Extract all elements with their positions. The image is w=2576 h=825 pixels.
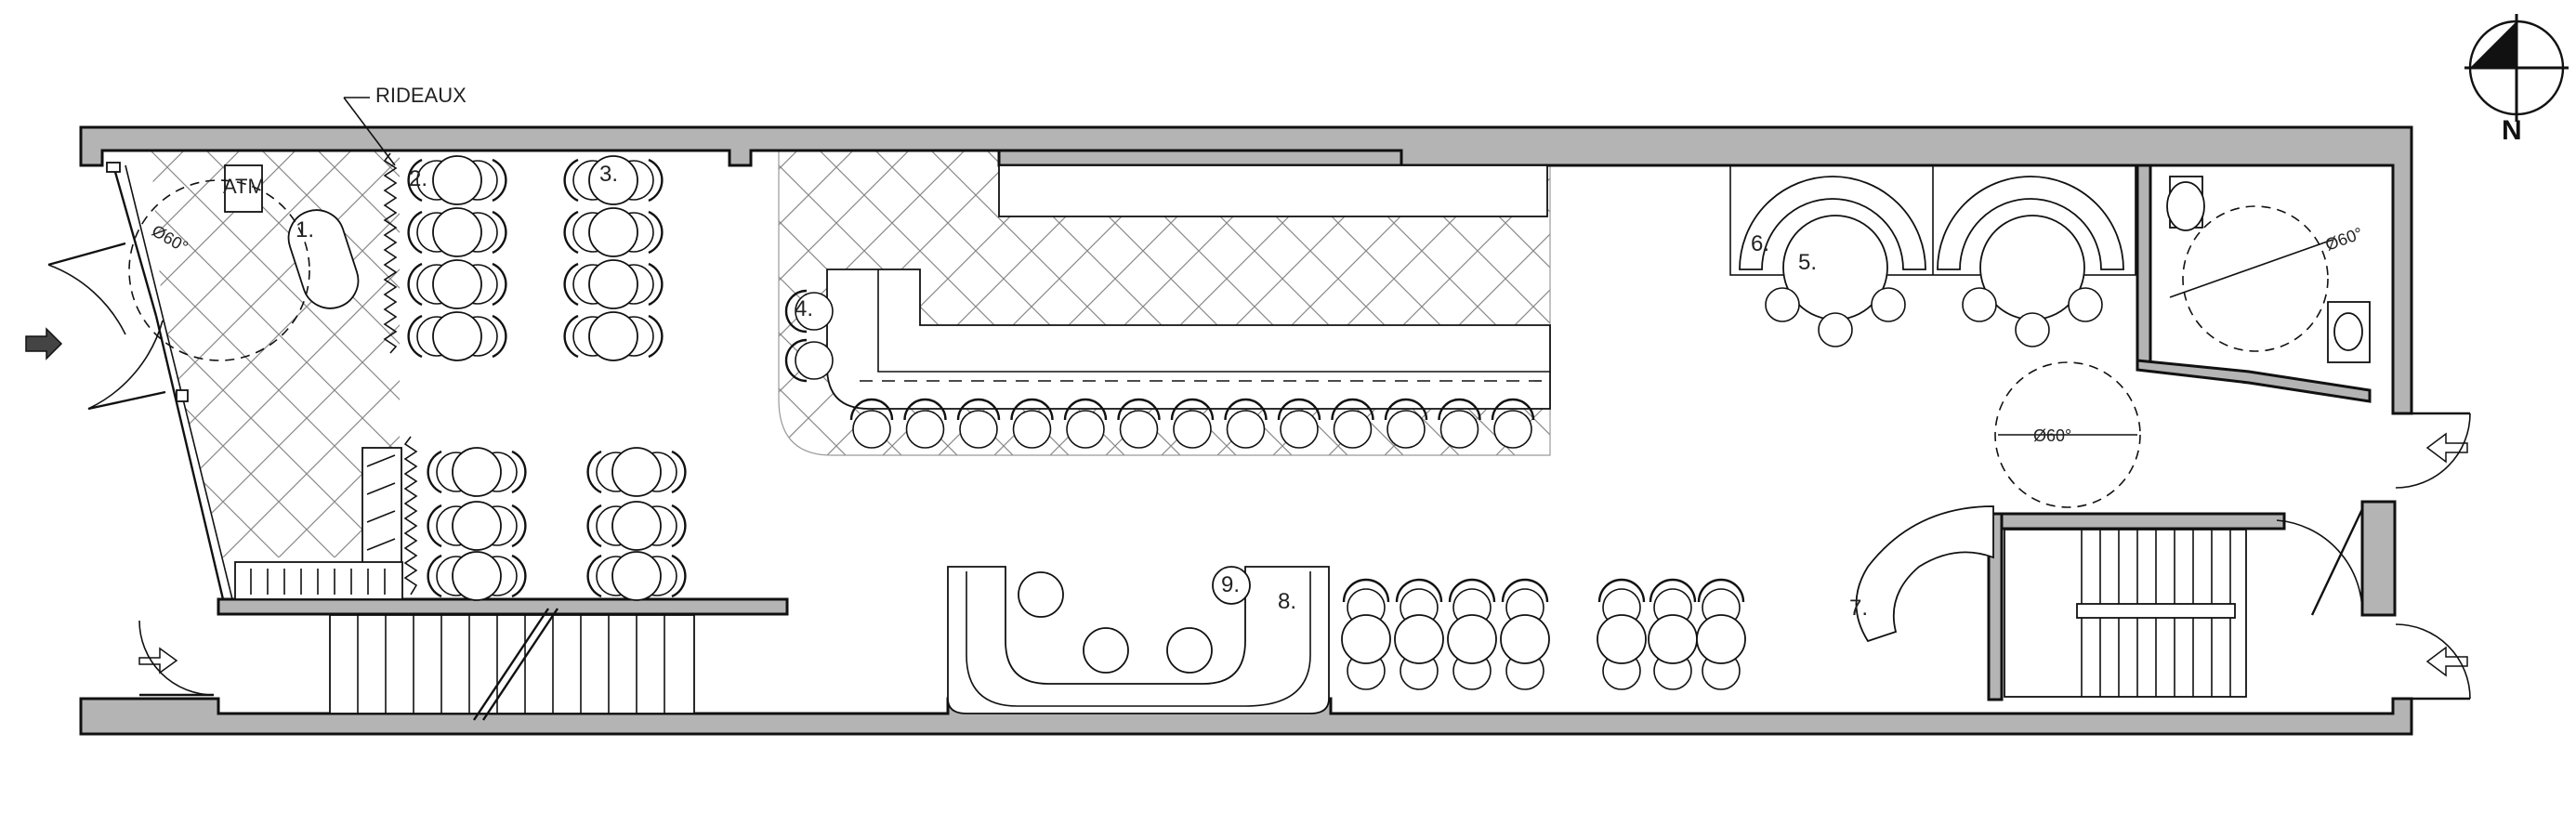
diameter-label-lobby: Ø60°	[2033, 426, 2071, 445]
table-cluster	[1341, 578, 1391, 690]
exterior-walls	[79, 125, 2413, 736]
table-with-chairs	[407, 311, 507, 361]
main-staircase	[329, 608, 695, 721]
atm-label: ATM	[223, 175, 265, 198]
bar-stool	[1224, 398, 1268, 449]
table-cluster	[1500, 578, 1550, 690]
bar-stool	[1170, 398, 1215, 449]
table-cluster	[1447, 578, 1497, 690]
table-with-chairs	[407, 155, 507, 205]
booth-chair	[1871, 287, 1906, 322]
bar-stool	[1277, 398, 1321, 449]
table-with-chairs	[427, 551, 527, 601]
bar-stools	[784, 289, 1535, 449]
bar-stool	[1491, 398, 1535, 449]
table-with-chairs	[563, 259, 664, 309]
bar-stool	[849, 398, 894, 449]
exit-arrow-icon-right-upper	[2425, 432, 2468, 464]
table-with-chairs	[427, 501, 527, 551]
table-with-chairs	[563, 155, 664, 205]
bar-stool	[1063, 398, 1108, 449]
booth-chair	[1765, 287, 1800, 322]
bar-counter	[826, 164, 1551, 410]
table-with-chairs	[407, 207, 507, 257]
dining-seating	[407, 155, 2103, 690]
table-with-chairs	[563, 311, 664, 361]
bar-stool	[1010, 398, 1054, 449]
bar-stool	[903, 398, 947, 449]
rear-staircase	[2004, 529, 2247, 698]
curved-counter	[1855, 505, 1994, 643]
zone-label-3: 3.	[599, 162, 618, 187]
bar-stool	[1384, 398, 1428, 449]
table-with-chairs	[586, 447, 687, 497]
booth-chair	[2015, 312, 2050, 347]
bar-stool	[784, 338, 834, 383]
table-cluster	[1648, 578, 1698, 690]
lobby-turning-circle	[1994, 361, 2141, 508]
bar-stool	[956, 398, 1001, 449]
compass-north-label: N	[2502, 115, 2522, 146]
curtain-zigzag-lower	[403, 436, 418, 596]
exit-arrow-icon-right-lower	[2425, 646, 2468, 677]
zone-label-5: 5.	[1798, 250, 1817, 275]
exit-arrow-icon-left	[138, 647, 178, 674]
bar-stool	[1438, 398, 1481, 449]
zone-label-6: 6.	[1751, 231, 1769, 256]
entry-sculpture	[287, 209, 360, 309]
bar-stool	[1117, 398, 1161, 449]
curtain-zigzag-upper	[383, 152, 398, 354]
zone-label-7: 7.	[1849, 596, 1868, 621]
booth-chair	[1818, 312, 1853, 347]
reception-desk	[947, 566, 1330, 714]
table-with-chairs	[407, 259, 507, 309]
shelving-units	[234, 447, 403, 600]
turning-circle	[128, 179, 310, 361]
exit-door-left	[138, 620, 215, 697]
table-cluster	[1597, 578, 1647, 690]
restroom	[2166, 176, 2371, 363]
bar-stool	[784, 289, 834, 334]
north-compass-icon	[2464, 14, 2569, 122]
entrance-facade	[47, 162, 233, 600]
table-cluster	[1696, 578, 1746, 690]
booth-chair	[2068, 287, 2103, 322]
zone-label-8: 8.	[1278, 589, 1296, 614]
exit-doors-right	[2276, 412, 2471, 701]
table-with-chairs	[427, 447, 527, 497]
diameter-label-restroom: Ø60°	[2323, 224, 2366, 255]
zone-label-9: 9.	[1221, 572, 1240, 597]
booth-area	[1729, 164, 2136, 321]
zone-label-4: 4.	[795, 296, 813, 321]
curtain-label: RIDEAUX	[375, 84, 467, 107]
table-with-chairs	[563, 207, 664, 257]
entrance-arrow-icon	[25, 327, 63, 360]
booth-chair	[1962, 287, 1997, 322]
zone-label-2: 2.	[409, 166, 427, 191]
table-with-chairs	[586, 501, 687, 551]
curtain-leader-line	[343, 97, 396, 166]
table-cluster	[1394, 578, 1444, 690]
bar-stool	[1331, 398, 1374, 449]
table-with-chairs	[586, 551, 687, 601]
zone-label-1: 1.	[296, 217, 314, 242]
